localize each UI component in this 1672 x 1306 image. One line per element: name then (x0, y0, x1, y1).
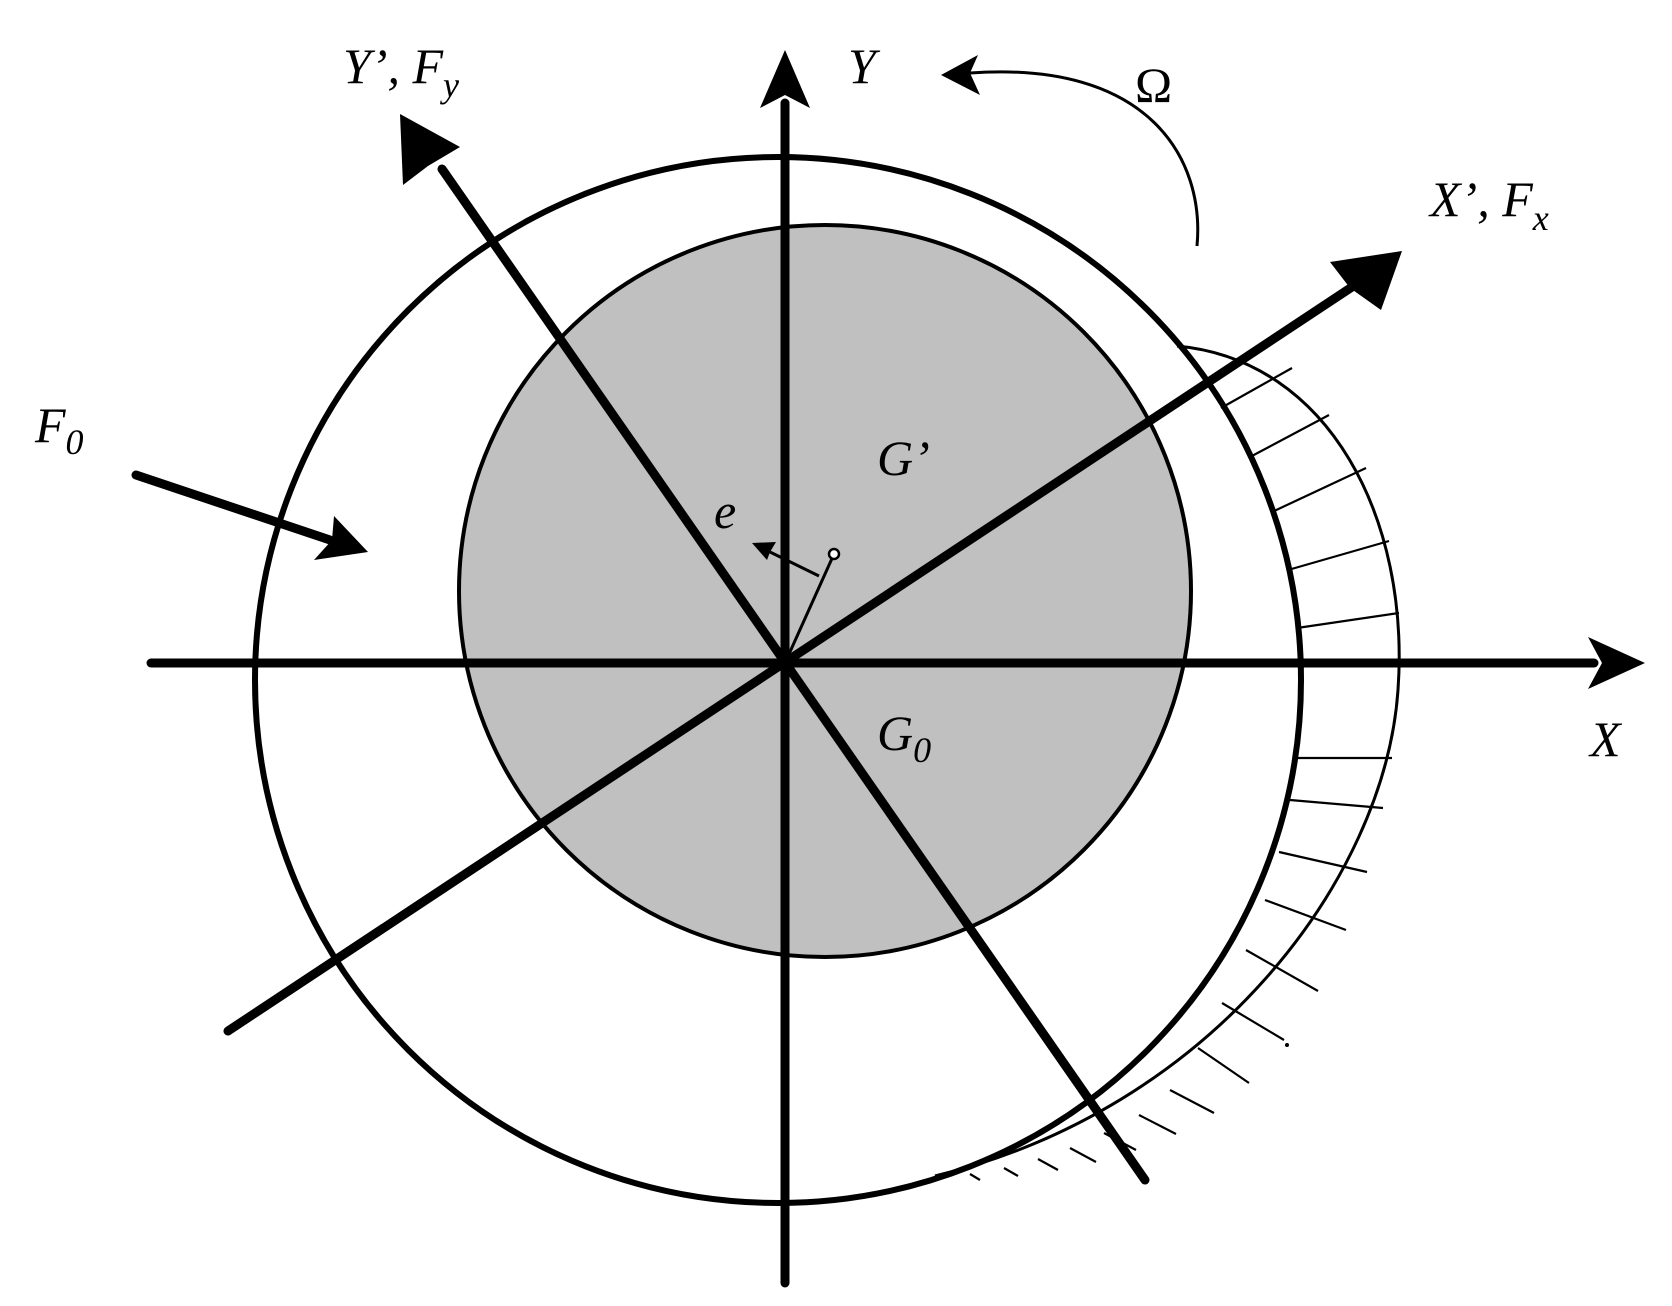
force-arrow (131, 470, 368, 560)
x-axis-arrowhead (1588, 637, 1645, 689)
rotation-arrow (941, 55, 1200, 247)
pressure-distribution (934, 344, 1401, 1181)
x-axis (146, 637, 1645, 689)
eccentricity-vector (752, 542, 841, 664)
y-axis-arrowhead (760, 50, 810, 108)
g0-label: G0 (877, 705, 931, 770)
y-prime-arrowhead (400, 114, 460, 185)
eccentricity-label: e (714, 483, 736, 539)
y-axis (760, 50, 810, 1288)
x-axis-label: X (1588, 711, 1623, 767)
x-prime-arrowhead (1330, 251, 1402, 310)
eccentricity-arrowhead (752, 542, 776, 560)
journal-center-dot (827, 547, 841, 561)
y-prime-label: Y’, Fy (343, 38, 459, 105)
y-axis-label: Y (848, 38, 881, 94)
pressure-hatch-lines (969, 367, 1400, 1181)
rotation-arrowhead (941, 55, 980, 95)
bearing-circle (252, 154, 1304, 1206)
force-arrowhead (314, 516, 368, 560)
y-prime-axis (400, 114, 1150, 1185)
x-prime-axis (223, 251, 1402, 1036)
omega-label: Ω (1135, 57, 1172, 113)
stray-dot (1285, 1043, 1289, 1047)
g-prime-label: G’ (877, 430, 930, 486)
journal-circle (457, 223, 1193, 959)
force-label: F0 (34, 397, 84, 462)
pressure-envelope (934, 344, 1401, 1178)
x-prime-label: X’, Fx (1428, 171, 1549, 238)
